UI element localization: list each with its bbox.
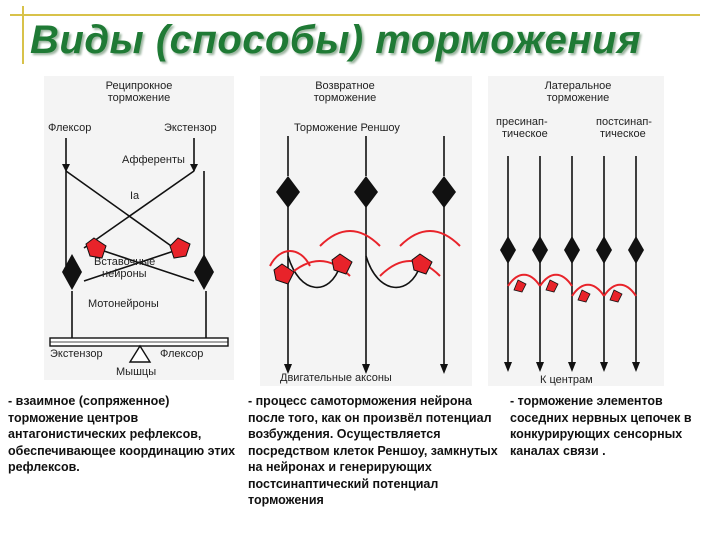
label-interneurons-line1: Вставочные [94,256,156,268]
label-muscles: Мышцы [116,366,157,378]
frame-left-line [22,6,24,64]
reciprocal-inhibition-figure: Реципрокное торможение Флексор Экстензор… [44,76,234,380]
reciprocal-description: - взаимное (сопряженное) торможение цент… [8,394,236,474]
recurrent-description: - процесс самоторможения нейрона после т… [248,394,498,507]
lateral-description: - торможение элементов соседних нервных … [510,394,692,458]
label-afferents: Афференты [122,154,185,166]
label-to-centers: К центрам [540,374,593,386]
label-flexor-top: Флексор [48,122,92,134]
label-renshaw: Торможение Реншоу [294,122,400,134]
reciprocal-header-line2: торможение [107,92,171,104]
frame-top-line [10,14,700,16]
slide-title: Виды (способы) торможения [30,18,642,62]
lateral-header-line1: Латеральное [544,80,612,92]
lateral-header-line2: торможение [546,92,610,104]
reciprocal-diagram [49,138,229,363]
lateral-inhibition-figure: Латеральное торможение пресинап- тическо… [488,76,664,386]
recurrent-diagram [269,136,461,374]
label-presynaptic-line2: тическое [502,128,548,140]
label-postsynaptic-line1: постсинап- [596,116,652,128]
label-extensor-bottom: Экстензор [50,348,103,360]
lateral-diagram [500,156,644,372]
recurrent-header-line1: Возвратное [315,80,375,92]
label-motoneurons: Мотонейроны [88,298,159,310]
recurrent-inhibition-figure: Возвратное торможение Торможение Реншоу … [260,76,472,386]
label-postsynaptic-line2: тическое [600,128,646,140]
reciprocal-header-line1: Реципрокное [105,80,173,92]
label-extensor-top: Экстензор [164,122,217,134]
label-ia: Ia [130,190,140,202]
label-interneurons-line2: нейроны [102,268,147,280]
label-presynaptic-line1: пресинап- [496,116,548,128]
label-flexor-bottom: Флексор [160,348,204,360]
recurrent-header-line2: торможение [313,92,377,104]
label-motor-axons: Двигательные аксоны [280,372,392,384]
